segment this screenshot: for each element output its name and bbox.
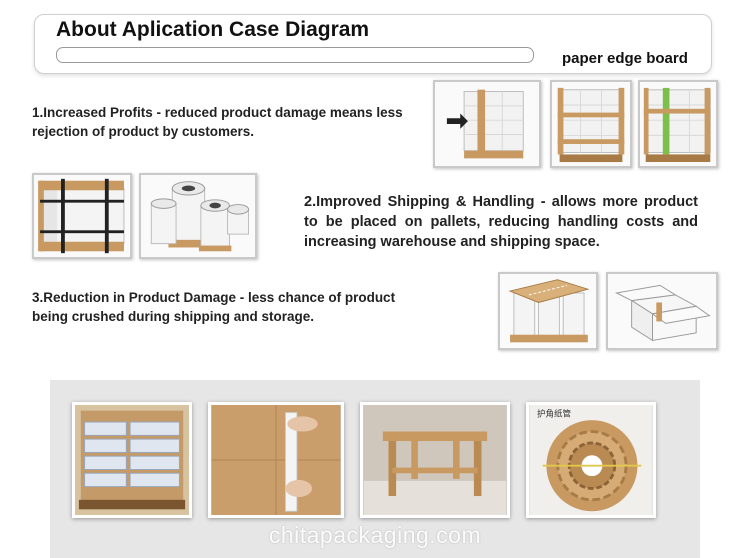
site-watermark: chitapackaging.com [268,522,482,548]
edge-board-table-illustration [363,405,507,515]
product-tag: paper edge board [562,50,688,67]
edge-board-tube-illustration: 护角纸管 [529,405,653,515]
gallery-photo-tube: 护角纸管 [526,402,656,518]
open-carton-photo [606,272,718,350]
gallery-photo-table [360,402,510,518]
gallery-photo-pallet [72,402,192,518]
pallet-strapped-illustration [557,87,625,163]
pallet-edge-guard-illustration [446,89,524,159]
photo-gallery: 护角纸管 [50,380,700,558]
benefit-increased-profits: 1.Increased Profits - reduced product da… [32,105,403,139]
benefit-shipping-handling: 2.Improved Shipping & Handling - allows … [304,194,698,250]
pallet-edge-guard-photo-2 [550,80,632,168]
page-title: About Aplication Case Diagram [56,18,370,41]
paper-rolls-illustration [150,181,250,252]
title-underline-bar [56,47,534,63]
pallet-edge-guard-photo-1 [433,80,541,168]
paper-roll-cores-photo [139,173,257,259]
benefit-damage-reduction: 3.Reduction in Product Damage - less cha… [32,290,396,324]
pallet-green-edge-illustration [643,87,711,162]
open-carton-illustration [614,284,711,342]
hand-holding-edge-board-illustration [211,405,341,515]
strapped-box-photo [32,173,132,259]
pallet-edge-guard-photo-3 [638,80,718,168]
gallery-photo-hand-edge [208,402,344,518]
strapped-box-illustration [38,178,125,254]
rolls-with-corner-board-photo [498,272,598,350]
header-panel [34,14,712,74]
rolls-corner-illustration [508,279,590,343]
carton-pallet-illustration [75,405,189,515]
gallery-caption: 护角纸管 [537,408,571,419]
